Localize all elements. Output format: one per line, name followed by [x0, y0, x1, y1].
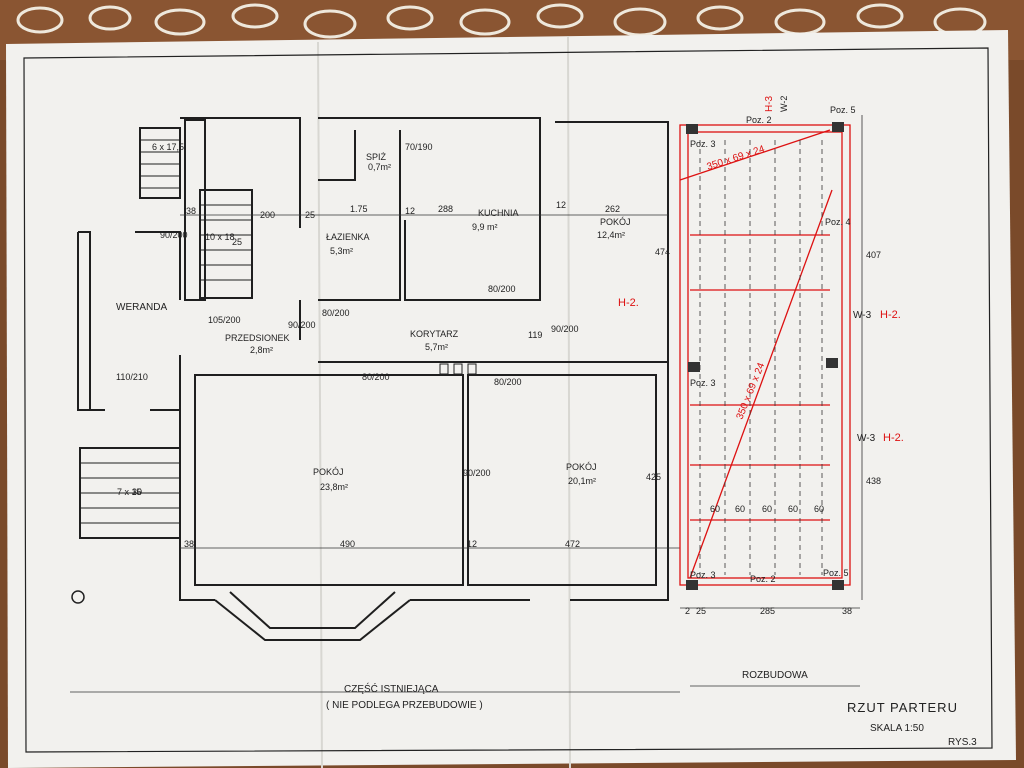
extension-poz-label: Poz. 3: [690, 378, 716, 388]
legend-extension-label: ROZBUDOWA: [742, 670, 808, 681]
dimension-label: 262: [605, 204, 620, 214]
dimension-label: 25: [305, 210, 315, 220]
dimension-label: 12: [467, 539, 477, 549]
room-label-lazienka: ŁAZIENKA: [326, 232, 370, 242]
dimension-label: 285: [760, 606, 775, 616]
spacing-label: 60: [735, 504, 745, 514]
wall-tag: W-3: [853, 310, 872, 321]
spacing-label: 60: [788, 504, 798, 514]
dimension-label: 25: [232, 237, 242, 247]
dimension-label: 12: [556, 200, 566, 210]
room-label-kuchnia: KUCHNIA: [478, 208, 519, 218]
red-h-tag: H-3: [764, 95, 775, 112]
drawing-frame: [23, 47, 993, 753]
drawing-title: RZUT PARTERU: [847, 700, 958, 715]
existing-walls: [77, 117, 669, 641]
dimension-label: 38: [186, 206, 196, 216]
drawing-scale: SKALA 1:50: [870, 723, 924, 734]
dimension-label: 438: [866, 476, 881, 486]
door-tag: 70/190: [405, 142, 433, 152]
stair-spec-label: 7 x 15: [117, 487, 142, 497]
dimension-label: 407: [866, 250, 881, 260]
red-h-tag: H-2.: [880, 309, 901, 321]
door-tag: 110/210: [116, 372, 148, 382]
chimney-flue: [467, 363, 477, 375]
dimension-label: 425: [646, 472, 661, 482]
room-area-lazienka: 5,3m²: [330, 246, 353, 256]
room-label-weranda: WERANDA: [116, 302, 167, 313]
red-h-tag: H-2.: [618, 297, 639, 309]
extension-poz-label: Poz. 2: [746, 115, 772, 125]
extension-red-frame: [679, 124, 851, 586]
downpipe-symbol: [71, 590, 85, 604]
door-tag: 80/200: [322, 308, 350, 318]
fold-line: [317, 41, 323, 768]
dimension-label: 30: [132, 487, 142, 497]
room-area-pokoj-sw: 23,8m²: [320, 482, 348, 492]
dimension-label: 38: [184, 539, 194, 549]
chimney-flue: [439, 363, 449, 375]
extension-poz-label: Poz. 4: [825, 217, 851, 227]
room-label-spiz: SPIŻ: [366, 152, 387, 162]
stair-treads: [80, 139, 252, 524]
red-h-tag: H-2.: [883, 432, 904, 444]
room-area-korytarz: 5,7m²: [425, 342, 448, 352]
legend-existing-label: CZĘŚĆ ISTNIEJĄCA: [344, 682, 439, 695]
dimension-label: 490: [340, 539, 355, 549]
extension-poz-label: Poz. 3: [690, 570, 716, 580]
door-tag: 90/200: [463, 468, 491, 478]
dimension-label: 12: [405, 206, 415, 216]
door-tag: 90/200: [551, 324, 579, 334]
door-tag: 90/200: [160, 230, 188, 240]
room-label-pokoj-ne: POKÓJ: [600, 217, 631, 227]
spacing-label: 60: [710, 504, 720, 514]
dimension-label: 2: [685, 606, 690, 616]
door-tag: 90/200: [288, 320, 316, 330]
dimension-lines: [70, 115, 863, 693]
dimension-label: 1.75: [350, 204, 368, 214]
dimension-label: 119: [528, 330, 542, 340]
room-area-przedsionek: 2,8m²: [250, 345, 273, 355]
door-tag: 105/200: [208, 315, 241, 325]
wall-tag: W-3: [857, 433, 876, 444]
chimney-flue: [453, 363, 463, 375]
spacing-label: 60: [814, 504, 824, 514]
extension-poz-label: Poz. 2: [750, 574, 776, 584]
door-tag: 80/200: [362, 372, 390, 382]
extension-poz-label: Poz. 5: [823, 568, 849, 578]
dimension-label: 288: [438, 204, 453, 214]
room-area-pokoj-se: 20,1m²: [568, 476, 596, 486]
fold-line: [567, 35, 571, 768]
room-label-pokoj-se: POKÓJ: [566, 462, 597, 472]
dimension-label: 472: [565, 539, 580, 549]
extension-joists: [699, 140, 823, 575]
stair-spec-label: 10 x 18: [205, 232, 235, 242]
room-area-kuchnia: 9,9 m²: [472, 222, 498, 232]
dimension-label: 25: [696, 606, 706, 616]
door-tag: 80/200: [488, 284, 516, 294]
dimension-label: 38: [842, 606, 852, 616]
legend-existing-note: ( NIE PODLEGA PRZEBUDOWIE ): [326, 700, 483, 711]
extension-posts: [686, 122, 844, 590]
dimension-label: 474: [655, 247, 670, 257]
room-label-korytarz: KORYTARZ: [410, 329, 459, 339]
dimension-label: 200: [260, 210, 275, 220]
door-tag: 80/200: [494, 377, 522, 387]
spacing-label: 60: [762, 504, 772, 514]
room-label-przedsionek: PRZEDSIONEK: [225, 333, 290, 343]
stair-spec-label: 6 x 17,5: [152, 142, 184, 152]
sheet-number: RYS.3: [948, 737, 977, 748]
paper-sheet: [6, 30, 1016, 768]
extension-poz-label: Poz. 5: [830, 105, 856, 115]
extension-poz-label: Poz. 3: [690, 139, 716, 149]
wall-tag: W-2: [779, 96, 789, 112]
room-label-pokoj-sw: POKÓJ: [313, 467, 344, 477]
room-area-spiz: 0,7m²: [368, 162, 391, 172]
spacing-labels: 60 60 60 60 60: [710, 504, 824, 514]
room-area-pokoj-ne: 12,4m²: [597, 230, 625, 240]
